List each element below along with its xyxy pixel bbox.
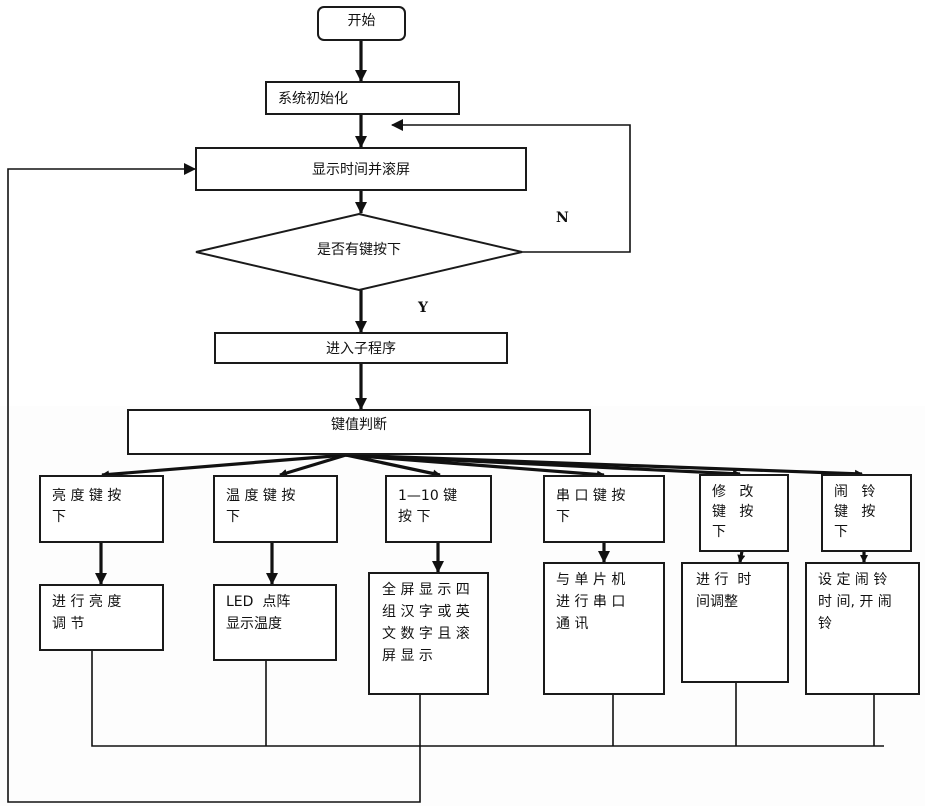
edge-label-yes: Y	[417, 300, 429, 316]
node-label: 下	[52, 509, 66, 525]
process-box	[681, 562, 789, 683]
node-label: 1—10 键	[398, 488, 457, 504]
node-digit-key: 1—10 键按 下	[385, 475, 492, 543]
edge-to-alarm-key	[345, 453, 863, 478]
process-box	[821, 474, 912, 552]
node-enter-sub: 进入子程序	[214, 332, 508, 364]
edge-to-brightness-key	[101, 453, 347, 479]
node-key-check: 是否有键按下	[195, 212, 523, 292]
node-temperature-key: 温 度 键 按下	[213, 475, 338, 543]
canvas-right-region	[633, 0, 925, 406]
edges-layer	[7, 40, 884, 803]
process-box	[699, 474, 789, 552]
node-label: 下	[834, 524, 848, 540]
node-key-value: 键值判断	[127, 409, 591, 455]
edge-return-to-display	[7, 163, 421, 803]
edge-return-bus	[91, 650, 884, 747]
node-label: 组 汉 字 或 英	[382, 603, 470, 620]
node-label: 闹 铃	[834, 484, 875, 500]
edge-check-no-loop	[391, 119, 631, 253]
node-init: 系统初始化	[265, 81, 460, 115]
edge-labels-layer: N Y	[417, 210, 569, 316]
node-set-alarm: 设 定 闹 铃时 间, 开 闹铃	[805, 562, 920, 695]
process-box	[213, 475, 338, 543]
node-label: 下	[712, 524, 726, 540]
process-box	[368, 572, 489, 695]
node-label: 时 间, 开 闹	[818, 594, 892, 610]
node-brightness-key: 亮 度 键 按下	[39, 475, 164, 543]
node-label: 全 屏 显 示 四	[382, 581, 470, 598]
process-box	[213, 584, 337, 661]
node-label: 进 行 时	[696, 572, 751, 588]
node-alarm-key: 闹 铃键 按下	[821, 474, 912, 552]
node-label: 下	[226, 509, 240, 525]
terminal-shape	[317, 6, 406, 41]
node-label: 屏 显 示	[382, 648, 433, 664]
process-box	[39, 475, 164, 543]
node-brightness-adjust: 进 行 亮 度调 节	[39, 584, 164, 651]
process-box	[265, 81, 460, 115]
process-box	[543, 475, 665, 543]
edge-to-digit-key	[345, 453, 441, 478]
node-label: 进 行 串 口	[556, 594, 625, 610]
process-box	[805, 562, 920, 695]
node-label: 系统初始化	[278, 90, 348, 107]
node-label: 文 数 字 且 滚	[382, 625, 470, 642]
node-label: 通 讯	[556, 616, 588, 632]
node-serial-comm: 与 单 片 机进 行 串 口通 讯	[543, 562, 665, 695]
edge-to-temperature-key	[279, 453, 347, 477]
node-label: 串 口 键 按	[556, 488, 625, 504]
node-label: 显示温度	[226, 616, 282, 632]
process-box	[195, 147, 527, 191]
node-label: 开始	[348, 13, 376, 29]
process-box	[385, 475, 492, 543]
edge-label-no: N	[556, 210, 569, 226]
node-start: 开始	[317, 6, 406, 41]
node-label: 间调整	[696, 594, 738, 610]
node-label: 与 单 片 机	[556, 572, 625, 588]
decision-diamond	[195, 212, 523, 292]
node-label: 铃	[818, 616, 832, 632]
node-label: 键 按	[834, 504, 875, 520]
node-label: 进 行 亮 度	[52, 593, 121, 610]
node-label: 调 节	[52, 616, 84, 632]
edge-modify-key-to-time	[737, 550, 746, 563]
node-serial-key: 串 口 键 按下	[543, 475, 665, 543]
node-label: 进入子程序	[326, 341, 396, 357]
node-label: 下	[556, 509, 570, 525]
node-label: 按 下	[398, 509, 430, 525]
process-box	[127, 409, 591, 455]
node-label: 是否有键按下	[317, 242, 401, 258]
node-modify-key: 修 改键 按下	[699, 474, 789, 552]
node-full-screen-display: 全 屏 显 示 四组 汉 字 或 英文 数 字 且 滚屏 显 示	[368, 572, 489, 695]
node-label: 键 按	[712, 504, 753, 520]
node-label: 显示时间并滚屏	[312, 161, 410, 178]
node-label: 亮 度 键 按	[52, 487, 121, 504]
process-box	[39, 584, 164, 651]
node-label: 设 定 闹 铃	[818, 572, 887, 588]
node-display: 显示时间并滚屏	[195, 147, 527, 191]
node-label: 键值判断	[331, 417, 387, 433]
node-label: 温 度 键 按	[226, 488, 295, 504]
node-label: LED 点阵	[226, 594, 290, 610]
process-box	[214, 332, 508, 364]
node-label: 修 改	[712, 484, 753, 500]
process-box	[543, 562, 665, 695]
